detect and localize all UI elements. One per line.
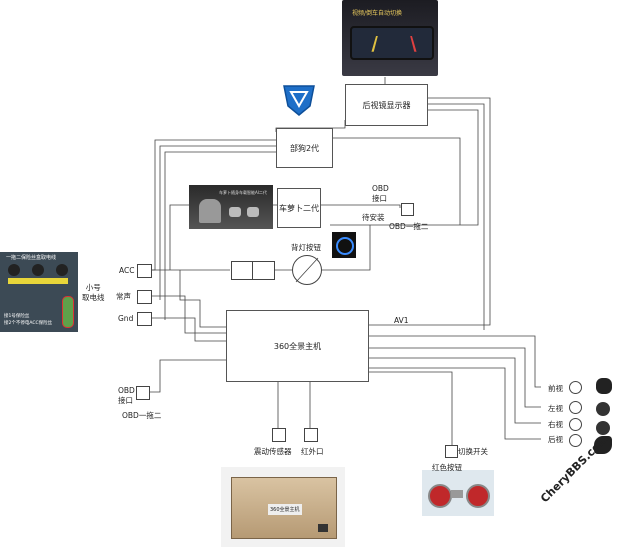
switch-label: 切换开关 <box>458 447 488 456</box>
cam-rear-terminal <box>569 434 582 447</box>
rear-display-box: 后视镜显示器 <box>345 84 428 126</box>
obd-split-top-label: OBD一拖二 <box>389 222 429 231</box>
rear-monitor-photo: 视频/倒车自动切换 <box>342 0 438 76</box>
lamp-switch-symbol <box>292 255 322 285</box>
cam-left-terminal <box>569 401 582 414</box>
camera-right-icon <box>596 421 610 435</box>
main-unit-box: 360全景主机 <box>226 310 369 382</box>
infrared-terminal <box>304 428 318 442</box>
always-on-label: 常声 <box>116 292 131 301</box>
infrared-label: 红外口 <box>301 447 324 456</box>
av1-wire <box>368 97 491 326</box>
main-unit-photo: 360全景主机 <box>221 467 345 547</box>
red-button-photo <box>422 470 494 516</box>
acc-label: ACC <box>119 266 135 275</box>
fuse-note1: 接1号保险丝 <box>4 314 30 319</box>
device-label: 360全景主机 <box>268 504 302 515</box>
camera-front-icon <box>596 378 612 394</box>
monitor-screen <box>350 26 434 60</box>
obd-bottom-terminal <box>136 386 150 400</box>
radar-device-photo: 车萝卜随身车载智能AI二代 <box>189 185 273 229</box>
vibration-sensor-label: 震动传感器 <box>254 447 292 456</box>
cam-front-label: 前视 <box>548 384 563 393</box>
switch-terminal <box>445 445 458 458</box>
fuse-block-b <box>252 261 275 280</box>
fuse-title: 一拖二保险丝盒取电线 <box>6 255 57 261</box>
obd-top-label: OBD 接口 <box>372 184 389 203</box>
small-power-label: 小号 取电线 <box>82 283 105 302</box>
radar-box: 车萝卜二代 <box>277 188 321 228</box>
acc-terminal <box>137 264 152 278</box>
obd-split-bottom-label: OBD一拖二 <box>122 411 162 420</box>
monitor-caption: 视频/倒车自动切换 <box>352 10 403 17</box>
red-button-label: 红色按钮 <box>432 463 462 472</box>
cam-front-terminal <box>569 381 582 394</box>
camera-rear-icon <box>594 436 612 454</box>
fuse-note2: 接2个不停电ACC保险丝 <box>4 321 53 326</box>
radar-caption: 车萝卜随身车载智能AI二代 <box>219 190 267 195</box>
obd-top-terminal <box>401 203 414 216</box>
fuse-block-a <box>231 261 254 280</box>
cam-left-label: 左视 <box>548 404 563 413</box>
camera-left-icon <box>596 402 610 416</box>
always-on-terminal <box>137 290 152 304</box>
gnd-label: Gnd <box>118 314 134 323</box>
cam-right-terminal <box>569 418 582 431</box>
install-note: 待安装 <box>362 213 385 222</box>
av1-label: AV1 <box>394 316 409 325</box>
vibration-sensor-terminal <box>272 428 286 442</box>
obd-bottom-label: OBD 接口 <box>118 386 135 405</box>
lamp-button-photo <box>332 232 356 258</box>
lamp-button-label: 背灯按钮 <box>291 243 321 252</box>
cam-right-label: 右视 <box>548 420 563 429</box>
fuse-tap-photo: 一拖二保险丝盒取电线 接1号保险丝 接2个不停电ACC保险丝 <box>0 252 78 332</box>
gnd-terminal <box>137 312 152 326</box>
gouzi-logo-icon <box>280 82 318 118</box>
gouzi-box: 部狗2代 <box>276 128 333 168</box>
cam-rear-label: 后视 <box>548 435 563 444</box>
